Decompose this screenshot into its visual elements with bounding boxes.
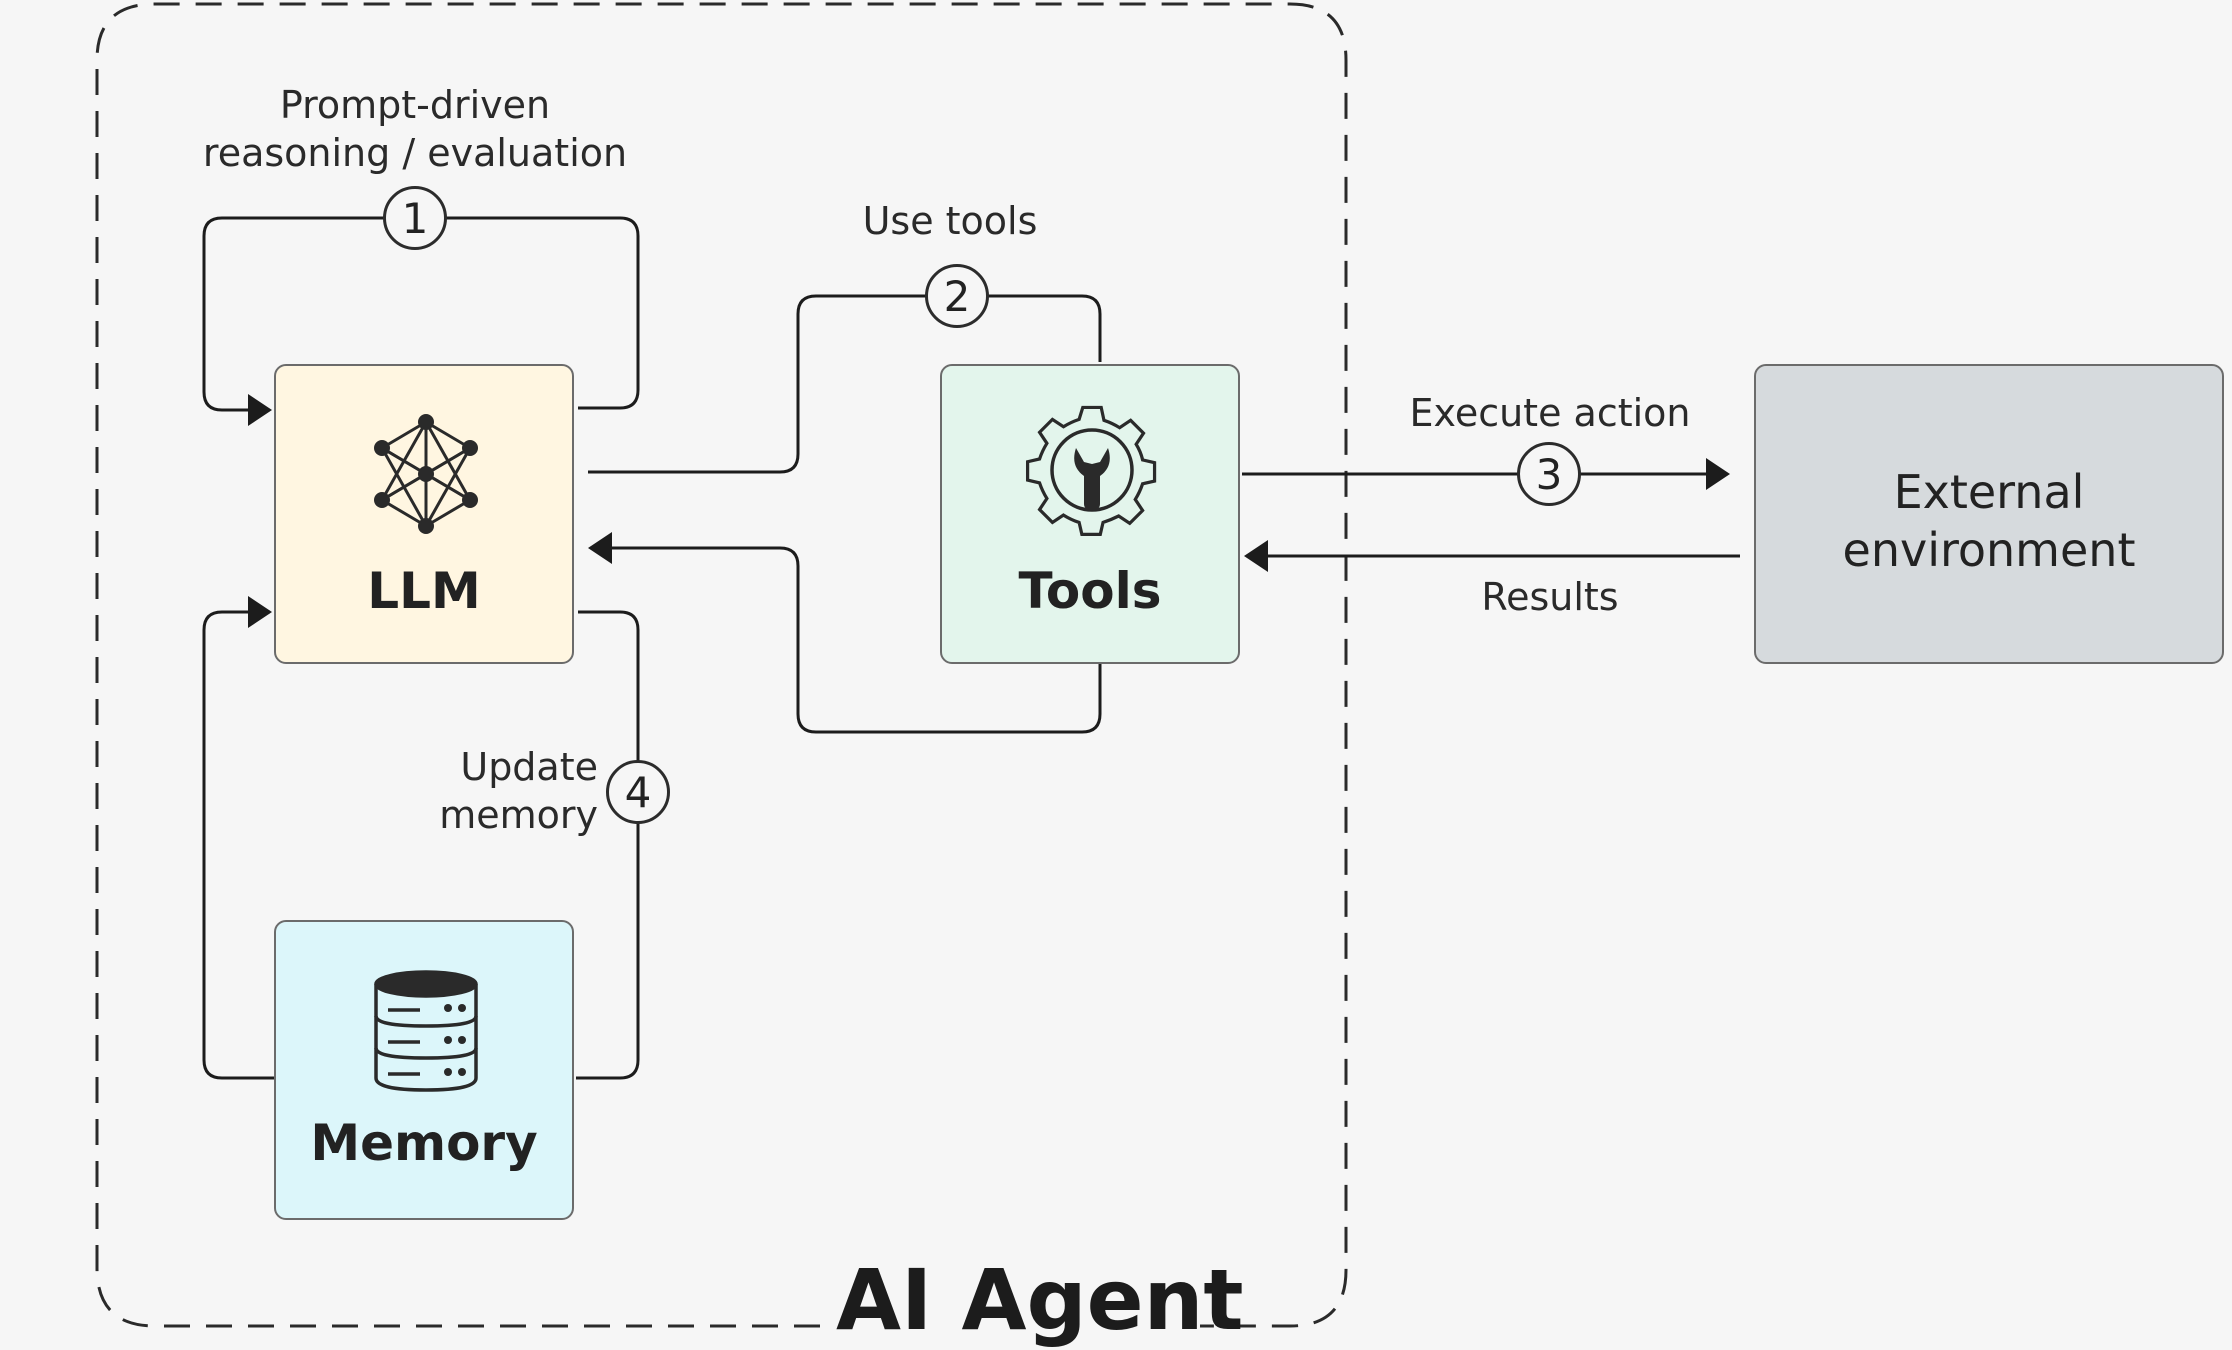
database-icon	[374, 970, 478, 1092]
edge-update-memory	[576, 610, 640, 1080]
step-1-badge: 1	[383, 186, 447, 250]
step-3-label: Execute action	[1409, 391, 1691, 435]
step-3-badge: 3	[1517, 442, 1581, 506]
agent-boundary	[95, 2, 1348, 1328]
llm-node: LLM	[274, 364, 574, 664]
step-4-badge: 4	[606, 760, 670, 824]
edge-tools-return	[588, 532, 1102, 734]
step-2-label: Use tools	[862, 199, 1038, 243]
edge-memory-to-llm	[202, 596, 274, 1080]
step-4-label: Update memory	[439, 745, 598, 837]
step-2-badge: 2	[925, 264, 989, 328]
step-1-label: Prompt-driven reasoning / evaluation	[202, 83, 628, 175]
agent-title: AI Agent	[836, 1251, 1244, 1349]
external-environment-node: External environment	[1754, 364, 2224, 664]
gear-wrench-icon	[1025, 405, 1157, 537]
neural-network-icon	[374, 414, 478, 534]
llm-label: LLM	[367, 562, 481, 620]
results-label: Results	[1481, 575, 1619, 619]
external-environment-label: External environment	[1842, 465, 2136, 577]
tools-label: Tools	[1018, 562, 1162, 620]
memory-node: Memory	[274, 920, 574, 1220]
edge-use-tools	[588, 294, 1102, 474]
tools-node: Tools	[940, 364, 1240, 664]
memory-label: Memory	[310, 1114, 538, 1172]
